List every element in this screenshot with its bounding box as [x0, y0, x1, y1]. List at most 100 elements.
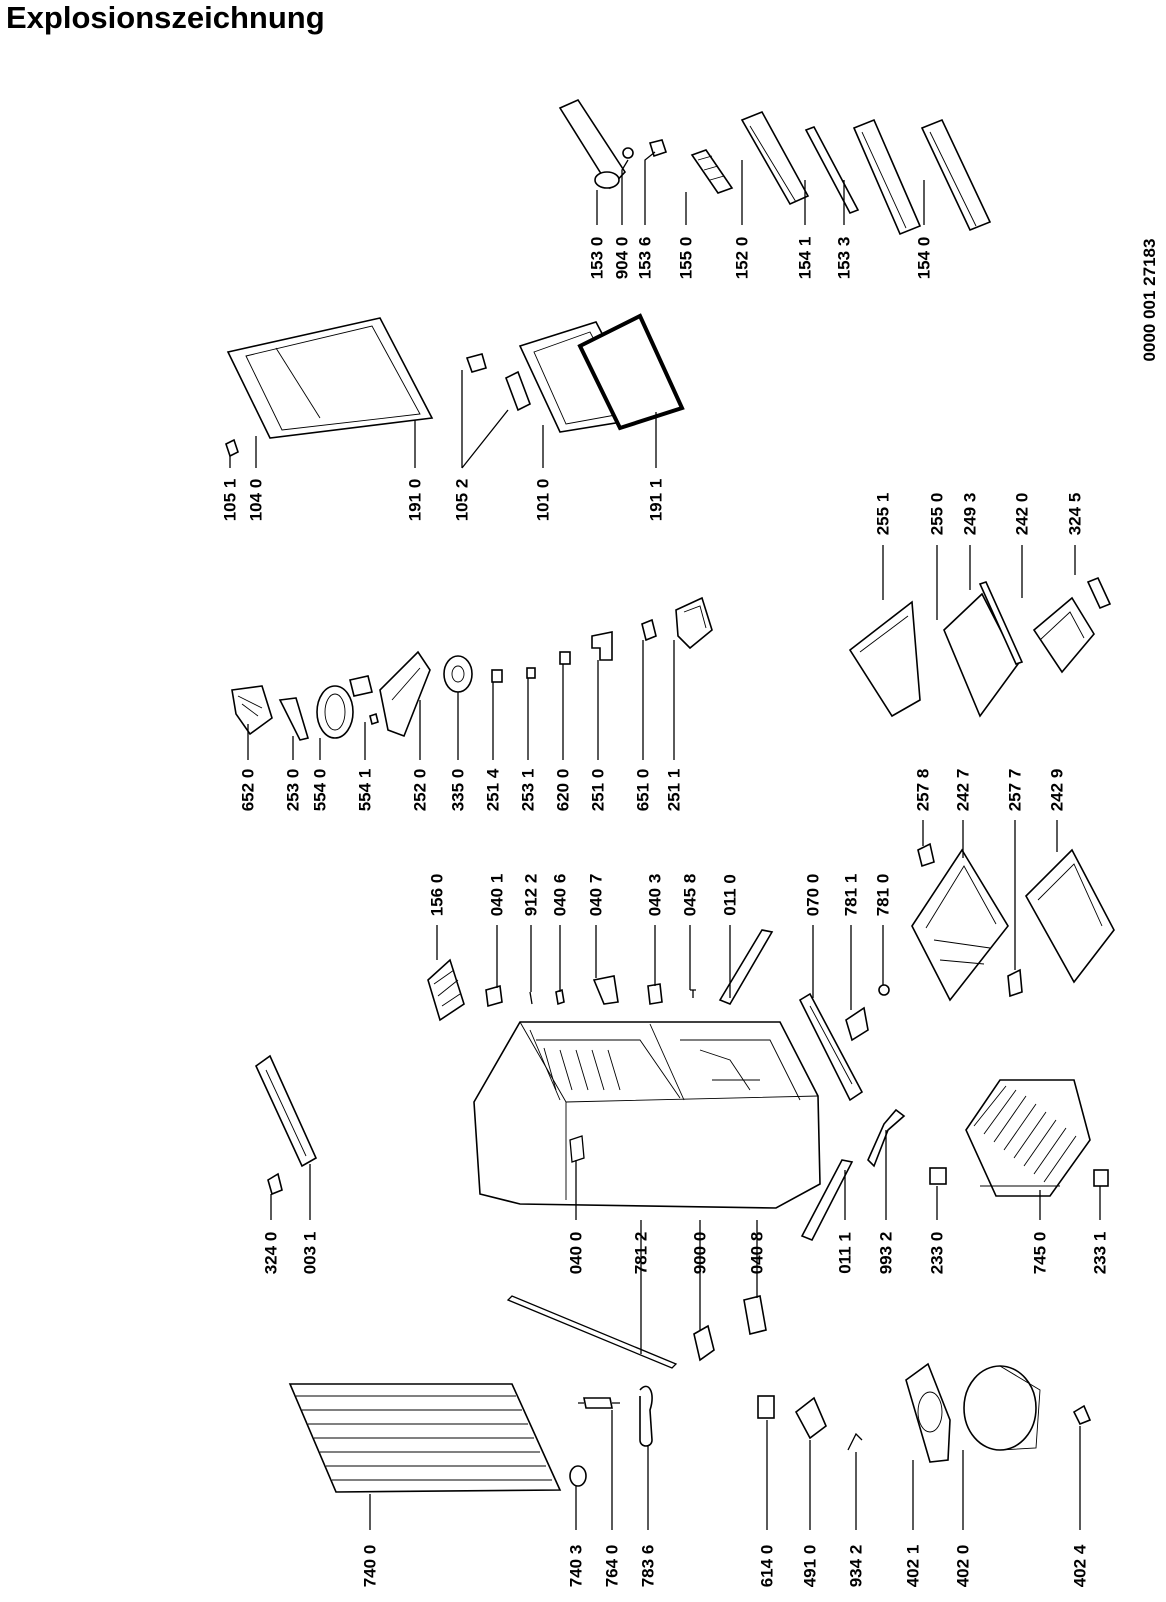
part-shape-257-7	[1007, 968, 1023, 998]
part-label-934-2: 934 2	[846, 1544, 866, 1588]
part-shape-783-6	[639, 1385, 653, 1447]
part-label-740-3: 740 3	[566, 1544, 586, 1588]
part-label-781-2: 781 2	[631, 1231, 651, 1275]
part-shape-cabinet	[473, 1021, 821, 1209]
part-label-620-0: 620 0	[553, 768, 573, 812]
part-shape-154-1	[804, 126, 860, 214]
part-label-242-7: 242 7	[953, 768, 973, 812]
part-label-251-1: 251 1	[664, 768, 684, 812]
part-label-904-0: 904 0	[612, 236, 632, 280]
part-shape-993-2	[867, 1108, 906, 1168]
part-label-257-8: 257 8	[913, 768, 933, 812]
part-label-011-0: 011 0	[720, 874, 740, 916]
part-label-651-0: 651 0	[633, 768, 653, 812]
part-label-040-0: 040 0	[566, 1231, 586, 1275]
part-label-155-0: 155 0	[676, 236, 696, 280]
part-shape-335-0	[443, 655, 473, 693]
part-shape-934-2	[847, 1432, 863, 1451]
part-label-191-1: 191 1	[646, 478, 666, 522]
part-shape-904-0	[622, 147, 634, 159]
part-shape-651-0	[641, 618, 657, 642]
part-label-252-0: 252 0	[410, 768, 430, 812]
part-label-040-6: 040 6	[550, 873, 570, 917]
part-shape-781-0	[878, 984, 890, 996]
part-label-233-0: 233 0	[927, 1231, 947, 1275]
part-shape-253-1	[526, 667, 536, 679]
part-shape-554-1	[349, 675, 379, 726]
part-label-257-7: 257 7	[1005, 768, 1025, 812]
part-label-912-2: 912 2	[521, 873, 541, 917]
part-label-156-0: 156 0	[427, 873, 447, 917]
part-label-402-1: 402 1	[903, 1544, 923, 1588]
part-shape-242-9	[1025, 848, 1115, 984]
part-shape-652-0	[231, 685, 273, 736]
part-shape-912-2	[529, 991, 533, 1005]
part-label-040-8: 040 8	[747, 1231, 767, 1275]
part-label-249-3: 249 3	[960, 492, 980, 536]
part-shape-251-4	[491, 669, 503, 683]
part-shape-255-1	[848, 600, 921, 718]
part-label-781-1: 781 1	[841, 873, 861, 917]
part-shape-324-5	[1086, 576, 1112, 610]
part-label-740-0: 740 0	[360, 1544, 380, 1588]
part-shape-011-1	[800, 1159, 854, 1242]
part-label-764-0: 764 0	[602, 1544, 622, 1588]
part-label-324-0: 324 0	[261, 1231, 281, 1275]
part-label-251-0: 251 0	[588, 768, 608, 812]
part-label-040-1: 040 1	[487, 873, 507, 917]
part-shape-104-0	[226, 317, 434, 439]
page-title: Explosionszeichnung	[6, 0, 325, 35]
part-shape-040-1	[485, 984, 503, 1008]
part-label-233-1: 233 1	[1090, 1231, 1110, 1275]
part-label-152-0: 152 0	[732, 236, 752, 280]
part-shape-003-1	[254, 1054, 318, 1168]
part-label-251-4: 251 4	[483, 768, 503, 812]
part-label-255-1: 255 1	[873, 492, 893, 536]
part-label-153-0: 153 0	[587, 236, 607, 280]
leader-lines	[229, 151, 1101, 1530]
part-shape-153-0	[558, 98, 627, 190]
part-label-040-7: 040 7	[586, 873, 606, 917]
part-shape-251-1	[675, 596, 713, 650]
part-shape-070-0	[798, 992, 864, 1102]
part-shape-781-2	[506, 1295, 678, 1369]
part-label-105-1: 105 1	[220, 478, 240, 522]
part-shape-554-0	[316, 685, 354, 739]
part-label-011-1: 011 1	[835, 1232, 855, 1274]
part-shape-740-0	[288, 1383, 562, 1493]
part-shape-781-1	[845, 1006, 869, 1042]
part-shape-253-0	[278, 697, 310, 741]
part-label-993-2: 993 2	[876, 1231, 896, 1275]
part-shape-156-0	[427, 958, 465, 1022]
part-shape-191-1	[577, 313, 685, 431]
part-shape-257-8	[917, 842, 935, 868]
part-shape-040-6	[555, 988, 565, 1006]
part-label-104-0: 104 0	[246, 478, 266, 522]
part-label-045-8: 045 8	[680, 873, 700, 917]
part-label-335-0: 335 0	[448, 768, 468, 812]
part-shape-105-1	[225, 438, 239, 458]
part-label-242-0: 242 0	[1012, 492, 1032, 536]
part-shape-402-4	[1072, 1404, 1092, 1426]
part-label-652-0: 652 0	[238, 768, 258, 812]
part-label-101-0: 101 0	[533, 478, 553, 522]
part-shape-249-3	[978, 581, 1024, 665]
part-label-900-0: 900 0	[690, 1231, 710, 1275]
part-label-781-0: 781 0	[873, 873, 893, 917]
part-shape-614-0	[757, 1395, 775, 1419]
part-label-402-4: 402 4	[1070, 1544, 1090, 1588]
part-label-153-6: 153 6	[635, 236, 655, 280]
part-label-491-0: 491 0	[800, 1544, 820, 1588]
part-label-402-0: 402 0	[953, 1544, 973, 1588]
part-label-255-0: 255 0	[927, 492, 947, 536]
part-label-242-9: 242 9	[1047, 768, 1067, 812]
part-shape-040-3	[647, 983, 663, 1005]
part-shape-045-8	[690, 989, 696, 998]
part-shape-740-3	[569, 1465, 587, 1487]
part-label-554-1: 554 1	[355, 768, 375, 812]
part-shape-154-0	[920, 118, 992, 232]
part-shape-402-1	[905, 1362, 951, 1463]
part-label-040-3: 040 3	[645, 873, 665, 917]
part-label-745-0: 745 0	[1030, 1231, 1050, 1275]
part-label-105-2: 105 2	[452, 478, 472, 522]
